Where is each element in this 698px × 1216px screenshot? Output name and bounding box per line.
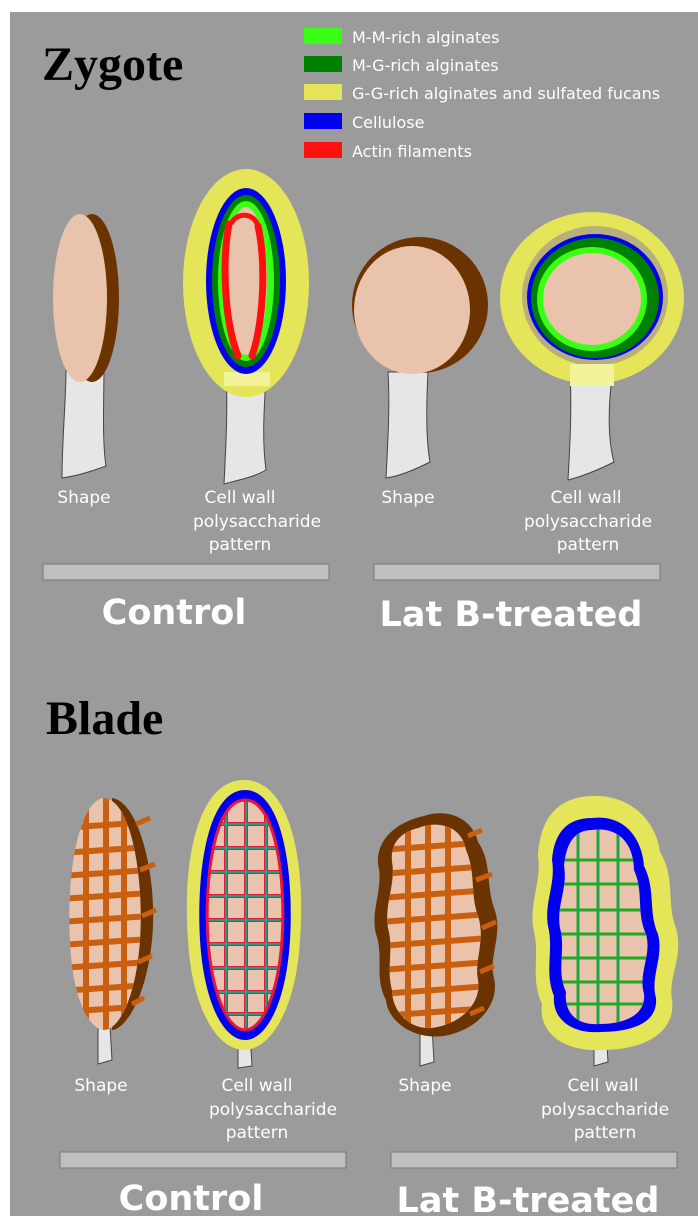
zygote-control-pattern-label-2: polysaccharide [193, 512, 321, 532]
blade-heading: Blade [46, 692, 163, 745]
blade-latb-pattern-label-2: polysaccharide [541, 1100, 669, 1120]
legend-swatch-mg [304, 56, 342, 72]
blade-latb-bar [391, 1152, 677, 1168]
zygote-latb-shape-label: Shape [381, 488, 434, 508]
blade-control-pattern-label-1: Cell wall [222, 1076, 293, 1096]
legend-swatch-mm [304, 28, 342, 44]
legend-label-mm: M-M-rich alginates [352, 28, 499, 47]
zygote-latb-pattern-label-2: polysaccharide [524, 512, 652, 532]
blade-latb-pattern-label-1: Cell wall [568, 1076, 639, 1096]
blade-latb-condition: Lat B-treated [397, 1181, 660, 1216]
blade-latb-shape-label: Shape [398, 1076, 451, 1096]
legend-label-actin: Actin filaments [352, 142, 472, 161]
legend-swatch-cellulose [304, 113, 342, 129]
zygote-latb-pattern-label-1: Cell wall [551, 488, 622, 508]
zygote-control-pattern-label-3: pattern [209, 535, 271, 555]
blade-control-bar [60, 1152, 346, 1168]
blade-control-condition: Control [119, 1179, 264, 1216]
legend-label-mg: M-G-rich alginates [352, 56, 499, 75]
legend-swatch-gg [304, 84, 342, 100]
legend-label-gg: G-G-rich alginates and sulfated fucans [352, 84, 660, 103]
zygote-latb-condition: Lat B-treated [380, 595, 643, 635]
zygote-latb-bar [374, 564, 660, 580]
zygote-control-pattern-label-1: Cell wall [205, 488, 276, 508]
zygote-control-bar [43, 564, 329, 580]
blade-latb-pattern-label-3: pattern [574, 1123, 636, 1143]
zygote-heading: Zygote [42, 38, 183, 91]
legend-label-cellulose: Cellulose [352, 113, 424, 132]
blade-control-shape-label: Shape [74, 1076, 127, 1096]
zygote-control-shape-label: Shape [57, 488, 110, 508]
zygote-latb-pattern-label-3: pattern [557, 535, 619, 555]
legend-swatch-actin [304, 142, 342, 158]
blade-control-pattern-label-2: polysaccharide [209, 1100, 337, 1120]
blade-control-pattern-label-3: pattern [226, 1123, 288, 1143]
zygote-control-condition: Control [102, 593, 247, 633]
